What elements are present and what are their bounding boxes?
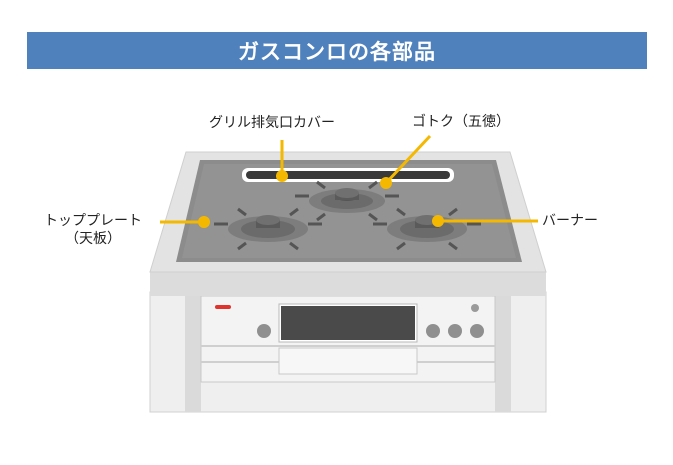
label-top-plate-line2: （天板）	[65, 231, 121, 247]
callout-top-plate-dot	[198, 216, 210, 228]
label-grill-exhaust-cover: グリル排気口カバー	[209, 115, 335, 131]
left-knob[interactable]	[257, 324, 271, 338]
right-knob-3[interactable]	[470, 324, 484, 338]
title-banner: ガスコンロの各部品	[27, 32, 647, 69]
diagram-title: ガスコンロの各部品	[238, 39, 436, 64]
callout-lines	[160, 134, 538, 224]
callout-gotoku-line	[384, 134, 432, 185]
label-burner: バーナー	[542, 213, 598, 229]
label-top-plate-line1: トッププレート	[44, 213, 142, 229]
grill-drawer	[278, 347, 418, 375]
right-knob-1[interactable]	[426, 324, 440, 338]
label-gotoku: ゴトク（五徳）	[412, 114, 510, 130]
front-panel	[200, 295, 496, 383]
callout-gotoku-dot	[380, 177, 392, 189]
callout-burner-dot	[432, 215, 444, 227]
burner-rear	[295, 180, 399, 222]
burner-left	[214, 207, 322, 251]
right-knob-2[interactable]	[448, 324, 462, 338]
counter-band	[150, 272, 546, 296]
label-top-plate: トッププレート （天板）	[39, 212, 147, 248]
callout-grill-cover-dot	[276, 170, 288, 182]
small-button[interactable]	[471, 304, 479, 312]
ignition-indicator	[215, 305, 231, 309]
grill-window	[281, 306, 415, 340]
callout-dots	[198, 170, 444, 228]
